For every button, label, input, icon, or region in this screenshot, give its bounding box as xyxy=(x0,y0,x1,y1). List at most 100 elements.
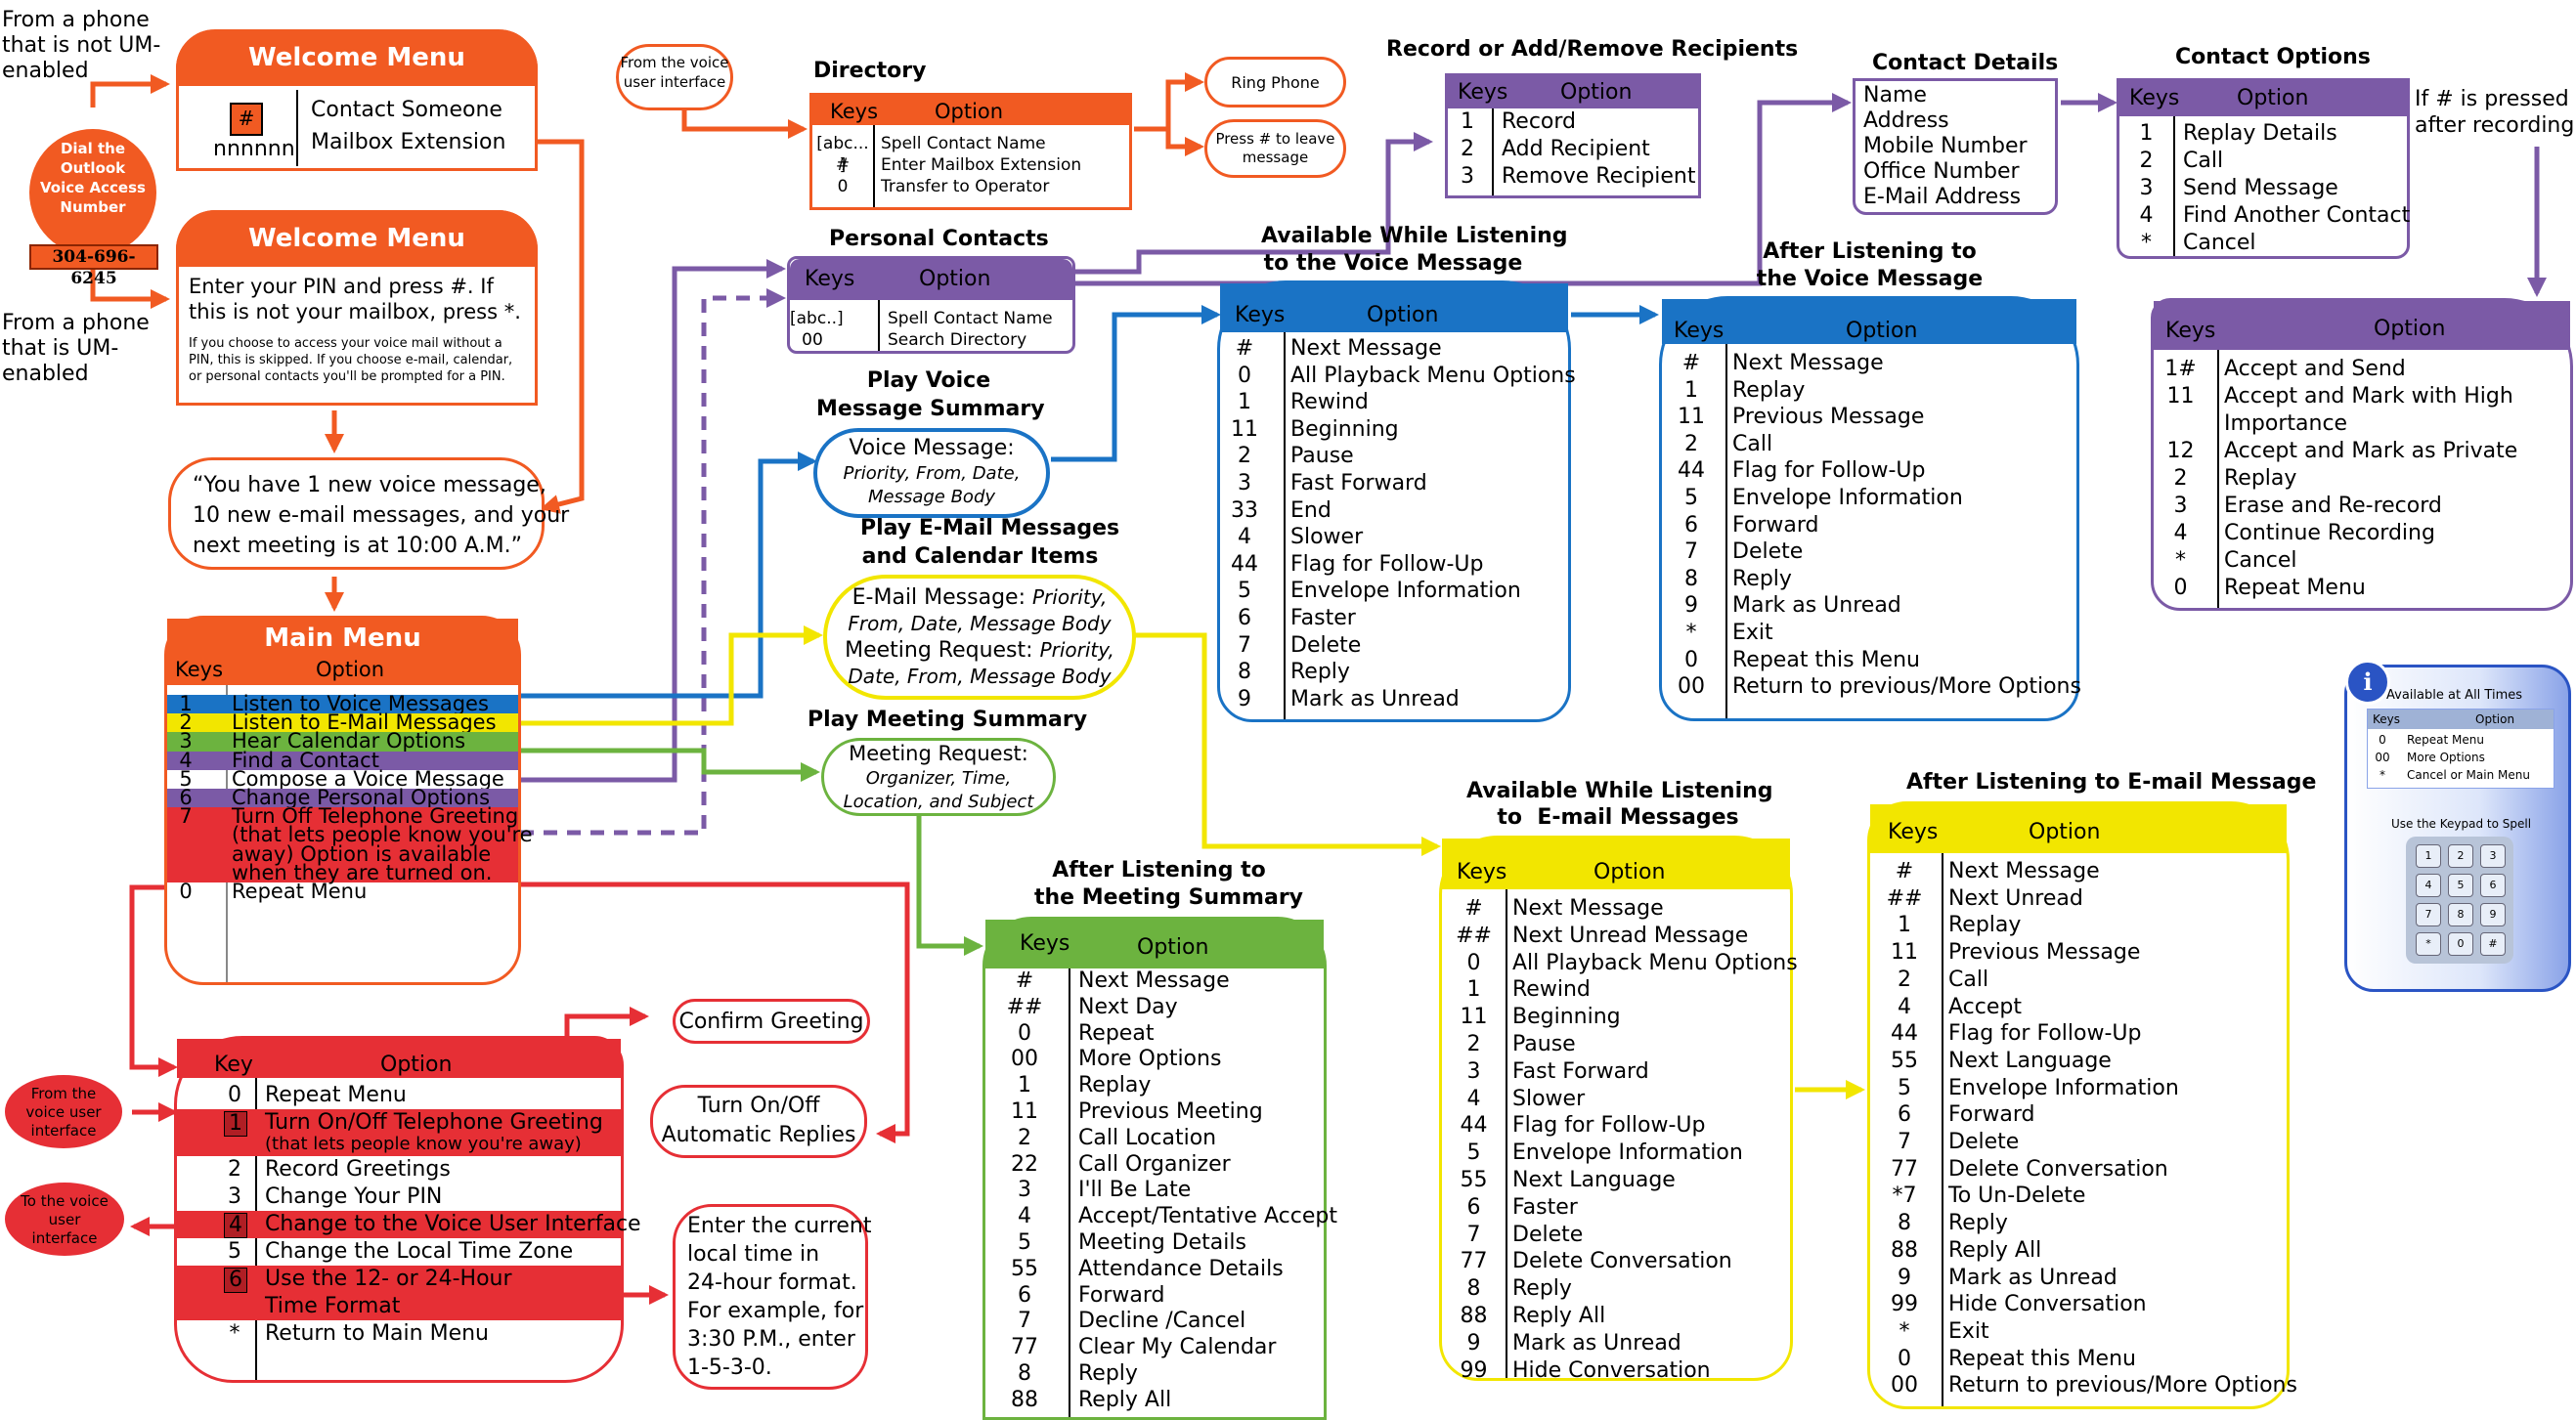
col-option: Option xyxy=(2029,820,2101,844)
contact-options-key: 1 xyxy=(2139,121,2154,146)
accept-menu-row: 1#Accept and Send xyxy=(2154,356,2570,383)
avail-voice-option: Beginning xyxy=(1290,416,1399,442)
after-email-key: 11 xyxy=(1891,940,1918,966)
accept-menu-key: 12 xyxy=(2166,439,2195,463)
personal-contacts-header: Keys Option xyxy=(790,259,1072,300)
contact-detail-item: Mobile Number xyxy=(1863,134,2028,158)
play-meeting-bubble: Meeting Request: Organizer, Time, Locati… xyxy=(821,738,1056,816)
contact-detail-item: Address xyxy=(1863,108,1949,133)
after-email-key: 88 xyxy=(1891,1237,1918,1263)
main-menu-title: Main Menu xyxy=(167,619,518,656)
play-voice-title: Play Voice Message Summary xyxy=(816,368,1045,421)
personal-options-key: 2 xyxy=(228,1157,241,1182)
after-email-option: Mark as Unread xyxy=(1948,1265,2118,1290)
avail-email-row: 55 Next Language xyxy=(1442,1167,1790,1194)
accept-menu-key: 11 xyxy=(2166,384,2195,409)
at-all-times-option: More Options xyxy=(2407,751,2485,764)
avail-voice-key: 2 xyxy=(1238,444,1251,469)
col-option: Option xyxy=(2374,317,2446,341)
avail-email-key: # xyxy=(1464,896,1483,921)
meeting-request-label: Meeting Request: xyxy=(845,638,1040,663)
personal-options-option: Record Greetings xyxy=(265,1157,451,1182)
if-hash-note: If # is pressed after recording xyxy=(2415,87,2575,138)
after-meeting-key: 4 xyxy=(1018,1204,1031,1229)
avail-email-key: 8 xyxy=(1466,1276,1481,1302)
welcome-key-digits: nnnnnn xyxy=(213,137,295,161)
col-option: Option xyxy=(935,100,1004,123)
after-meeting-option: Reply xyxy=(1078,1361,1138,1386)
after-voice-key: 44 xyxy=(1678,458,1705,484)
divider xyxy=(1506,889,1507,1378)
contact-details-title: Contact Details xyxy=(1872,51,2059,75)
record-option: Add Recipient xyxy=(1502,137,1650,161)
record-header: Keys Option xyxy=(1448,76,1698,108)
after-voice-option: Envelope Information xyxy=(1732,486,1963,510)
after-meeting-key: 5 xyxy=(1018,1230,1031,1255)
avail-email-key: 3 xyxy=(1466,1058,1481,1084)
col-keys: Keys xyxy=(1674,319,1725,343)
accept-menu-key: 2 xyxy=(2173,466,2188,491)
after-meeting-key: 1 xyxy=(1018,1073,1031,1098)
after-meeting-title: After Listening to the Meeting Summary xyxy=(1034,858,1304,910)
record-key: 1 xyxy=(1461,109,1474,134)
accept-menu-key: 0 xyxy=(2173,576,2188,600)
after-voice-key: 5 xyxy=(1684,486,1698,510)
personal-options-row: *Return to Main Menu xyxy=(177,1320,621,1348)
after-voice-option: Exit xyxy=(1732,621,1773,645)
col-option: Option xyxy=(919,267,991,291)
after-meeting-option: Call Location xyxy=(1078,1125,1217,1150)
main-menu-key: 1 xyxy=(179,692,193,715)
divider xyxy=(1942,853,1943,1406)
avail-email-option: Next Language xyxy=(1512,1168,1676,1192)
after-voice-option: Previous Message xyxy=(1732,405,1925,430)
after-meeting-option: Forward xyxy=(1078,1282,1165,1308)
avail-email-option: Slower xyxy=(1512,1086,1586,1111)
avail-voice-key: 33 xyxy=(1231,497,1258,523)
divider xyxy=(1284,332,1286,719)
contact-options-title: Contact Options xyxy=(2175,45,2371,69)
main-menu-key: 3 xyxy=(179,729,193,753)
avail-voice-option: End xyxy=(1290,497,1332,523)
directory-option: Spell Contact Name xyxy=(881,134,1046,153)
col-keys: Keys xyxy=(805,267,855,291)
avail-email-table: Keys Option #Next Message##Next Unread M… xyxy=(1439,836,1798,1383)
after-email-key: ## xyxy=(1886,885,1923,911)
personal-contacts-option: Search Directory xyxy=(888,330,1027,350)
avail-email-option: All Playback Menu Options xyxy=(1512,950,1798,975)
after-meeting-key: 11 xyxy=(1011,1099,1038,1124)
avail-voice-option: Faster xyxy=(1290,606,1356,630)
contact-options-key: 4 xyxy=(2139,203,2154,228)
after-voice-row: #Next Message xyxy=(1662,350,2076,377)
meeting-fields: Organizer, Time, Location, and Subject xyxy=(843,768,1034,812)
col-keys: Keys xyxy=(830,100,879,123)
accept-menu-option: Repeat Menu xyxy=(2224,576,2366,600)
after-email-key: # xyxy=(1895,859,1914,883)
divider xyxy=(2173,116,2175,256)
personal-options-key: 6 xyxy=(224,1268,247,1293)
confirm-greeting-text: Confirm Greeting xyxy=(678,1010,864,1034)
avail-email-key: 55 xyxy=(1460,1168,1488,1192)
